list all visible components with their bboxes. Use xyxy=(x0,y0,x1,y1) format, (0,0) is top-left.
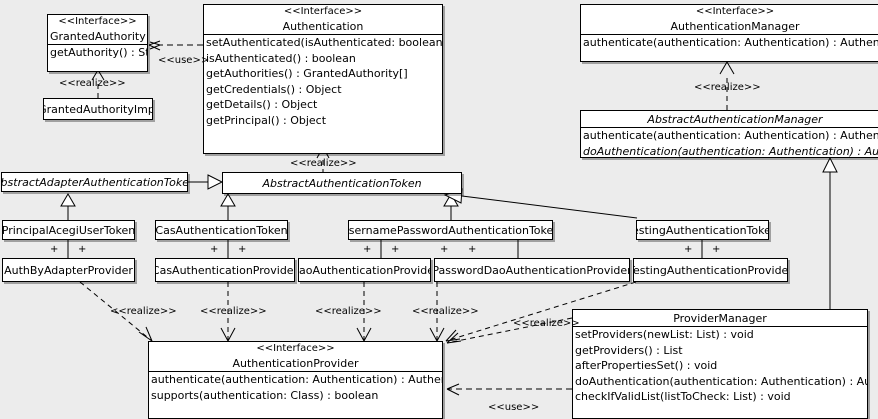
operation: getProviders() : List xyxy=(575,343,683,357)
edge-generalization-usernamepasswordtoken xyxy=(443,193,459,220)
operation: authenticate(authentication: Authenticat… xyxy=(583,129,878,142)
edge-generalization-providermanager xyxy=(822,156,838,309)
provider-manager-name: ProviderManager xyxy=(673,312,767,325)
cas-authentication-token-name: CasAuthenticationToken xyxy=(155,223,288,237)
edge-generalization-adaptertoken xyxy=(188,174,224,190)
granted-authority-name: GrantedAuthority xyxy=(50,30,146,43)
granted-authority-impl-name: GrantedAuthorityImpl xyxy=(43,102,153,116)
operation: doAuthentication(authentication: Authent… xyxy=(575,374,867,388)
class-box-testing-authentication-provider[interactable]: TestingAuthenticationProvider xyxy=(633,258,788,282)
class-box-principal-acegi-user-token[interactable]: PrincipalAcegiUserToken xyxy=(2,220,135,240)
granted-authority-stereotype: <<Interface>> xyxy=(58,16,137,27)
class-box-authentication-manager[interactable]: <<Interface>> AuthenticationManager auth… xyxy=(580,4,878,62)
class-box-abstract-authentication-token[interactable]: AbstractAuthenticationToken xyxy=(222,172,462,194)
authentication-operations: setAuthenticated(isAuthenticated: boolea… xyxy=(204,34,442,129)
operation: getDetails() : Object xyxy=(206,98,318,112)
operation: afterPropertiesSet() : void xyxy=(575,359,718,373)
class-box-testing-authentication-token[interactable]: TestingAuthenticationToken xyxy=(636,220,769,240)
abstract-authentication-manager-operations: authenticate(authentication: Authenticat… xyxy=(581,127,878,158)
multiplicity-marker: + xyxy=(210,244,219,255)
edge-use-authentication-grantedauthority xyxy=(148,40,203,51)
operation: getCredentials() : Object xyxy=(206,82,342,96)
granted-authority-operations: getAuthority() : String xyxy=(48,44,147,61)
edge-label-realize-authbyadapterprovider: <<realize>> xyxy=(110,306,177,317)
class-box-auth-by-adapter-provider[interactable]: AuthByAdapterProvider xyxy=(2,258,135,282)
edge-generalization-principalacegiusertoken xyxy=(60,193,76,220)
edge-label-realize-passworddaoauthenticationprovider: <<realize>> xyxy=(412,306,479,317)
edge-label-realize-grantedauthorityimpl: <<realize>> xyxy=(59,78,126,89)
authentication-manager-stereotype: <<Interface>> xyxy=(695,6,775,17)
class-box-authentication-provider[interactable]: <<Interface>> AuthenticationProvider aut… xyxy=(148,341,443,419)
class-box-dao-authentication-provider[interactable]: DaoAuthenticationProvider xyxy=(298,258,431,282)
class-box-username-password-authentication-token[interactable]: UsernamePasswordAuthenticationToken xyxy=(348,220,553,240)
edge-label-realize-abstractauthenticationmanager: <<realize>> xyxy=(694,82,761,93)
operation: setProviders(newList: List) : void xyxy=(575,328,754,341)
operation: doAuthentication(authentication: Authent… xyxy=(583,144,878,158)
multiplicity-marker: + xyxy=(391,244,400,255)
operation: getPrincipal() : Object xyxy=(206,113,327,127)
operation: supports(authentication: Class) : boolea… xyxy=(151,388,379,402)
class-box-granted-authority[interactable]: <<Interface>> GrantedAuthority getAuthor… xyxy=(47,14,148,72)
operation: setAuthenticated(isAuthenticated: boolea… xyxy=(206,36,443,49)
operation: getAuthorities() : GrantedAuthority[] xyxy=(206,67,408,81)
testing-authentication-token-name: TestingAuthenticationToken xyxy=(637,223,768,237)
multiplicity-marker: + xyxy=(363,244,372,255)
multiplicity-marker: + xyxy=(684,244,693,255)
abstract-authentication-manager-name: AbstractAuthenticationManager xyxy=(647,113,823,126)
edge-use-providermanager xyxy=(446,383,572,396)
class-box-cas-authentication-provider[interactable]: CasAuthenticationProvider xyxy=(155,258,295,282)
operation: isAuthenticated() : boolean xyxy=(206,51,356,65)
class-box-granted-authority-impl[interactable]: GrantedAuthorityImpl xyxy=(43,98,153,120)
principal-acegi-user-token-name: PrincipalAcegiUserToken xyxy=(2,223,135,237)
authentication-manager-operations: authenticate(authentication: Authenticat… xyxy=(581,34,878,51)
username-password-authentication-token-name: UsernamePasswordAuthenticationToken xyxy=(348,223,553,237)
class-box-abstract-adapter-authentication-token[interactable]: AbstractAdapterAuthenticationToken xyxy=(1,172,188,192)
class-box-authentication[interactable]: <<Interface>> Authentication setAuthenti… xyxy=(203,4,443,154)
authentication-stereotype: <<Interface>> xyxy=(283,6,363,17)
edge-label-use-providermanager: <<use>> xyxy=(488,402,540,413)
operation: authenticate(authentication: Authenticat… xyxy=(151,373,442,386)
cas-authentication-provider-name: CasAuthenticationProvider xyxy=(155,263,295,277)
multiplicity-marker: + xyxy=(50,244,59,255)
edge-label-realize-daoauthenticationprovider: <<realize>> xyxy=(315,306,382,317)
class-box-password-dao-authentication-provider[interactable]: PasswordDaoAuthenticationProvider xyxy=(434,258,630,282)
multiplicity-marker: + xyxy=(78,244,87,255)
class-box-cas-authentication-token[interactable]: CasAuthenticationToken xyxy=(155,220,288,240)
operation: getAuthority() : String xyxy=(50,46,147,59)
dao-authentication-provider-name: DaoAuthenticationProvider xyxy=(298,263,430,277)
abstract-authentication-token-name: AbstractAuthenticationToken xyxy=(262,176,422,190)
edge-label-realize-providermanager: <<realize>> xyxy=(513,318,580,329)
password-dao-authentication-provider-name: PasswordDaoAuthenticationProvider xyxy=(434,263,630,277)
multiplicity-marker: + xyxy=(440,244,449,255)
class-box-abstract-authentication-manager[interactable]: AbstractAuthenticationManager authentica… xyxy=(580,110,878,158)
authentication-provider-stereotype: <<Interface>> xyxy=(256,343,335,354)
provider-manager-operations: setProviders(newList: List) : void getPr… xyxy=(573,326,867,405)
testing-authentication-provider-name: TestingAuthenticationProvider xyxy=(633,263,788,277)
multiplicity-marker: + xyxy=(238,244,247,255)
multiplicity-marker: + xyxy=(712,244,721,255)
edge-generalization-testingauthenticationtoken xyxy=(443,188,638,219)
authentication-provider-operations: authenticate(authentication: Authenticat… xyxy=(149,371,442,403)
multiplicity-marker: + xyxy=(468,244,477,255)
auth-by-adapter-provider-name: AuthByAdapterProvider xyxy=(4,263,133,277)
edge-generalization-casauthenticationtoken xyxy=(220,193,236,220)
operation: checkIfValidList(listToCheck: List) : vo… xyxy=(575,390,791,404)
edge-label-realize-casauthenticationprovider: <<realize>> xyxy=(200,306,267,317)
authentication-provider-name: AuthenticationProvider xyxy=(232,357,359,370)
class-box-provider-manager[interactable]: ProviderManager setProviders(newList: Li… xyxy=(572,309,868,419)
authentication-name: Authentication xyxy=(282,20,364,33)
operation: authenticate(authentication: Authenticat… xyxy=(583,36,878,49)
edge-label-use-authentication: <<use>> xyxy=(158,55,210,66)
authentication-manager-name: AuthenticationManager xyxy=(670,20,800,33)
abstract-adapter-authentication-token-name: AbstractAdapterAuthenticationToken xyxy=(1,175,188,189)
edge-label-realize-abstractauthenticationtoken: <<realize>> xyxy=(290,158,357,169)
